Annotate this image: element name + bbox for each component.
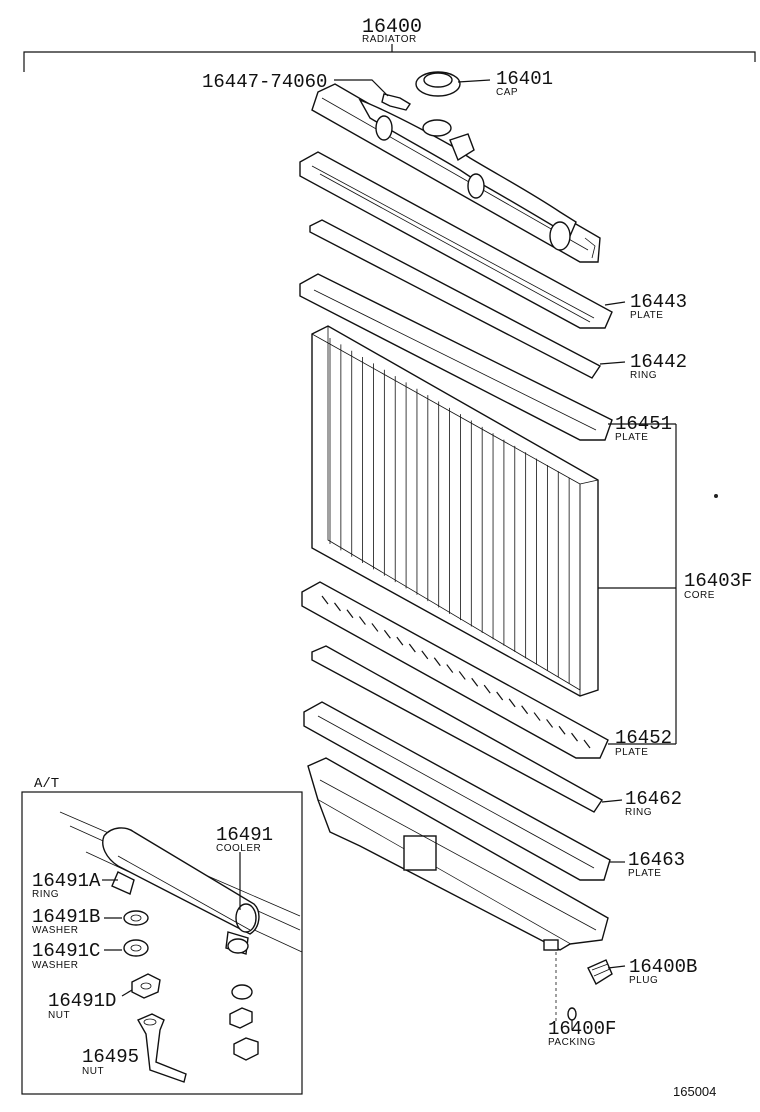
assembly-name: RADIATOR [362,34,417,45]
upper-tank [311,83,601,263]
lower-ring-number: 16462 [625,788,682,810]
assembly-label: 16400 RADIATOR [23,16,756,72]
plug-part: 16400B PLUG [587,956,697,986]
inset-frame [21,791,303,1095]
packing-number: 16400F [548,1018,616,1040]
plate-slot [358,616,366,625]
plate-slot [383,629,391,639]
plate-slot [346,609,354,619]
core-name: CORE [684,590,715,601]
upper-ring-name: RING [630,370,657,381]
cap-part: 16401 CAP [415,68,553,98]
core-fins [329,338,581,690]
upper-plate-name: PLATE [630,310,663,321]
plate-slot [396,636,404,646]
cooler-name: COOLER [216,843,261,854]
nut-d-name: NUT [48,1010,70,1021]
ring-name: RING [32,889,59,900]
radiator-core: 16403F CORE [311,325,752,744]
nut-d-leader [121,989,133,997]
upper-ring-number: 16442 [630,351,687,373]
core-lower-plate-slots [321,595,591,749]
cooler-number: 16491 [216,824,273,846]
nut-part [137,1013,187,1083]
core-number: 16403F [684,570,752,592]
upper-ring: 16442 RING [309,219,687,381]
inset-title: A/T [34,776,59,792]
bolt-number: 16447-74060 [202,71,327,93]
ring-number: 16491A [32,870,101,892]
plug-leader [607,965,626,969]
core-upper-plate: 16451 PLATE [299,273,676,443]
washer-c-part [123,939,149,957]
core-lower-plate-number: 16452 [615,727,672,749]
nut-number: 16495 [82,1046,139,1068]
plate-slot [496,691,504,701]
upper-plate-leader [604,301,626,306]
at-inset: A/T 16491 COOLER 16491A RING 16491B WASH… [21,776,303,1095]
plate-slot [446,664,454,673]
nut-name: NUT [82,1066,104,1077]
plate-slot [483,684,491,694]
lower-plate-number: 16463 [628,849,685,871]
cooler-part [102,827,260,935]
lower-tank [307,757,609,951]
plate-slot [571,732,579,742]
core-lower-plate: 16452 PLATE [301,581,676,759]
washer-c-name: WASHER [32,960,79,971]
plate-slot [583,739,591,749]
core-lower-plate-name: PLATE [615,747,648,758]
plate-slot [458,671,466,680]
washer-b-name: WASHER [32,925,79,936]
nut-d-part [131,973,161,999]
plug-name: PLUG [629,975,658,986]
assembly-number: 16400 [362,16,422,39]
packing-part: 16400F PACKING [548,952,616,1048]
plate-slot [471,677,479,687]
plate-slot [421,650,429,660]
washer-b-number: 16491B [32,906,100,928]
cap-leader [457,79,491,83]
packing-name: PACKING [548,1037,596,1048]
plate-slot [508,698,516,708]
nut-d-number: 16491D [48,990,116,1012]
assembly-bracket-line [23,51,756,72]
upper-ring-leader [599,361,626,365]
washer-b-part [123,910,149,926]
plate-slot [546,719,554,728]
plate-slot [533,712,541,721]
upper-plate-number: 16443 [630,291,687,313]
lower-plate-name: PLATE [628,868,661,879]
lower-ring-leader [601,799,623,803]
core-upper-plate-name: PLATE [615,432,648,443]
plate-slot [521,705,529,715]
lower-ring-name: RING [625,807,652,818]
lower-plate: 16463 PLATE [303,701,685,881]
plate-slot [433,657,441,667]
plug-number: 16400B [629,956,697,978]
bolt-part: 16447-74060 [202,71,411,111]
cap-name: CAP [496,87,518,98]
figure-reference: 165004 [673,1084,716,1099]
washer-c-number: 16491C [32,940,100,962]
core-upper-plate-number: 16451 [615,413,672,435]
scan-dot [714,494,718,498]
plate-slot [333,602,341,612]
bolt-leader [334,79,389,97]
plate-slot [558,725,566,735]
lower-ring: 16462 RING [311,645,682,818]
plate-slot [321,595,329,605]
plate-slot [408,643,416,653]
plate-slot [371,623,379,632]
cap-number: 16401 [496,68,553,90]
upper-plate: 16443 PLATE [299,151,687,329]
